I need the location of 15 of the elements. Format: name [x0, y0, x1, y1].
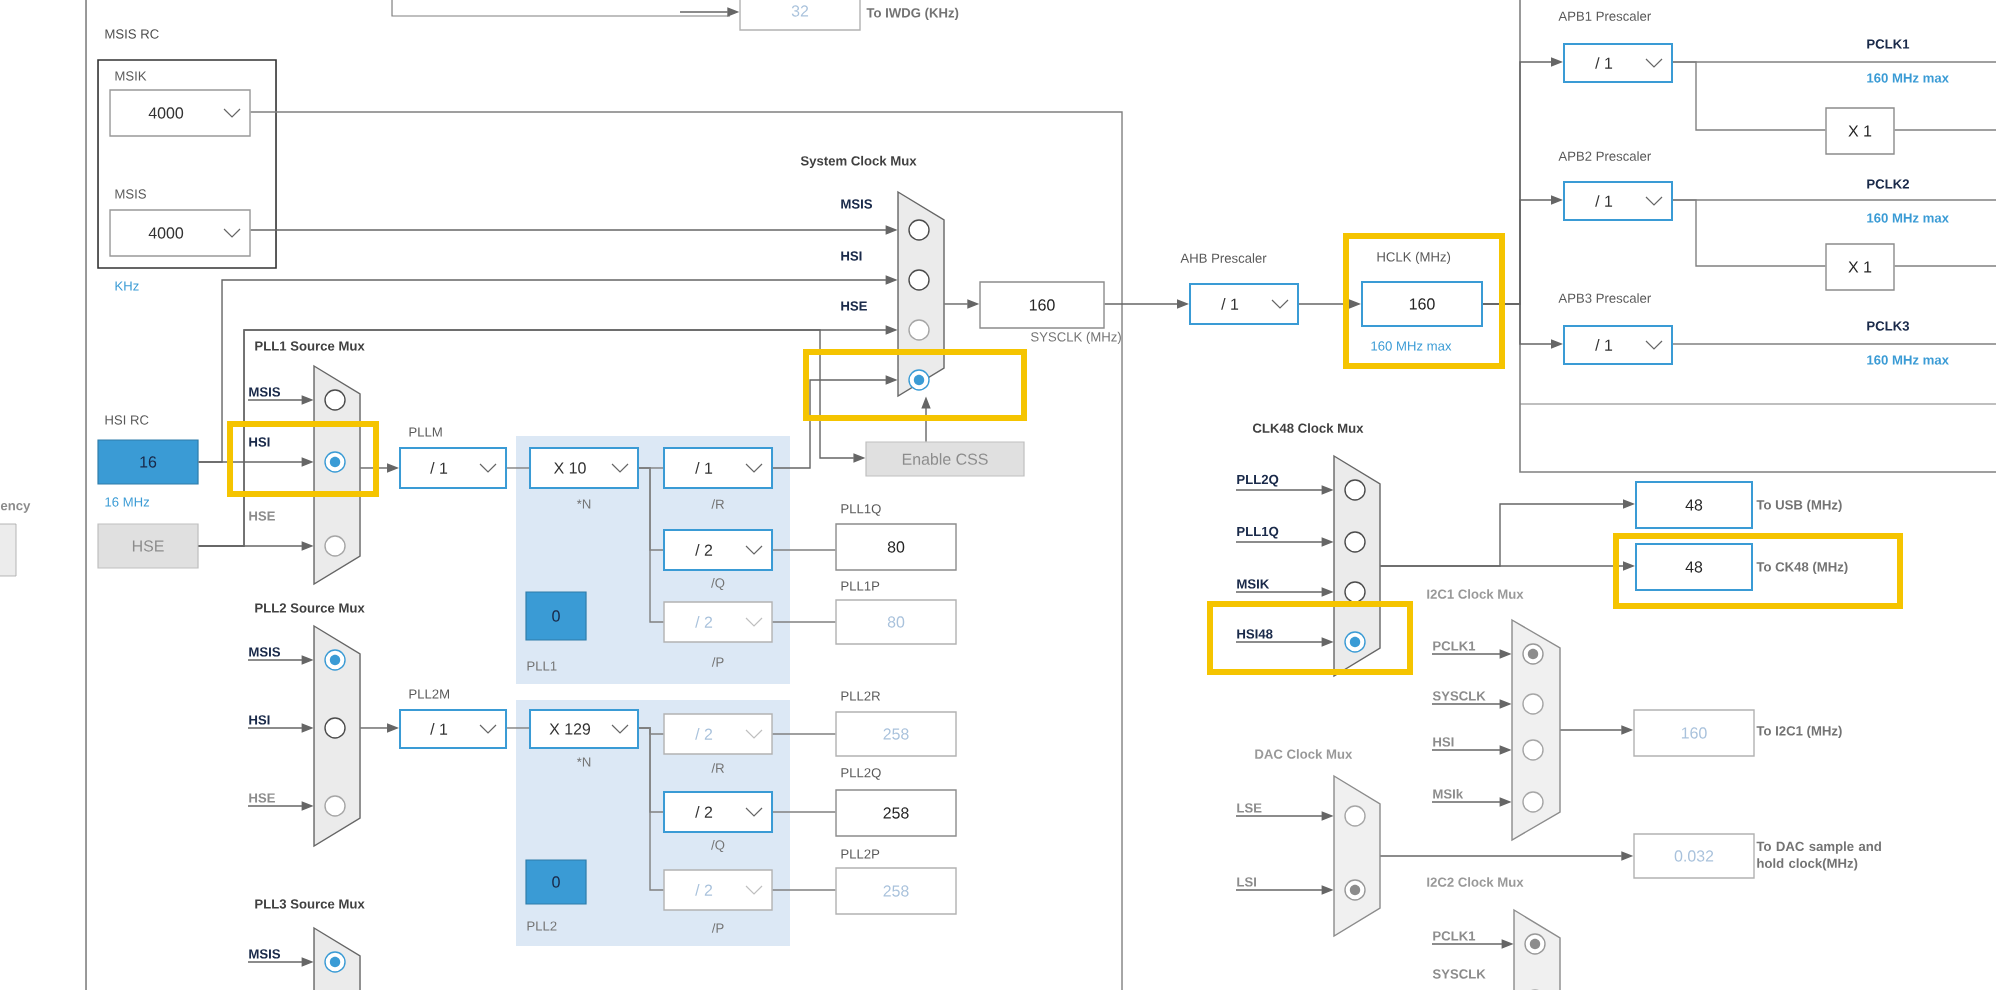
connector-line: [638, 467, 664, 623]
connector-line: [1672, 343, 1996, 345]
connector-line: [1672, 61, 1996, 63]
connector-line: [506, 467, 530, 469]
connector-line: [506, 727, 530, 729]
connector-line: [1894, 265, 1996, 267]
connector-line: [1894, 129, 1996, 131]
connector-line: [772, 811, 836, 813]
connector-line: [250, 111, 1123, 990]
connector-line: [772, 733, 836, 735]
connector-line: [772, 549, 836, 551]
connector-line: [638, 727, 664, 891]
connector-line: [772, 621, 836, 623]
connector-line: [772, 889, 836, 891]
connector-line: [1672, 199, 1996, 201]
